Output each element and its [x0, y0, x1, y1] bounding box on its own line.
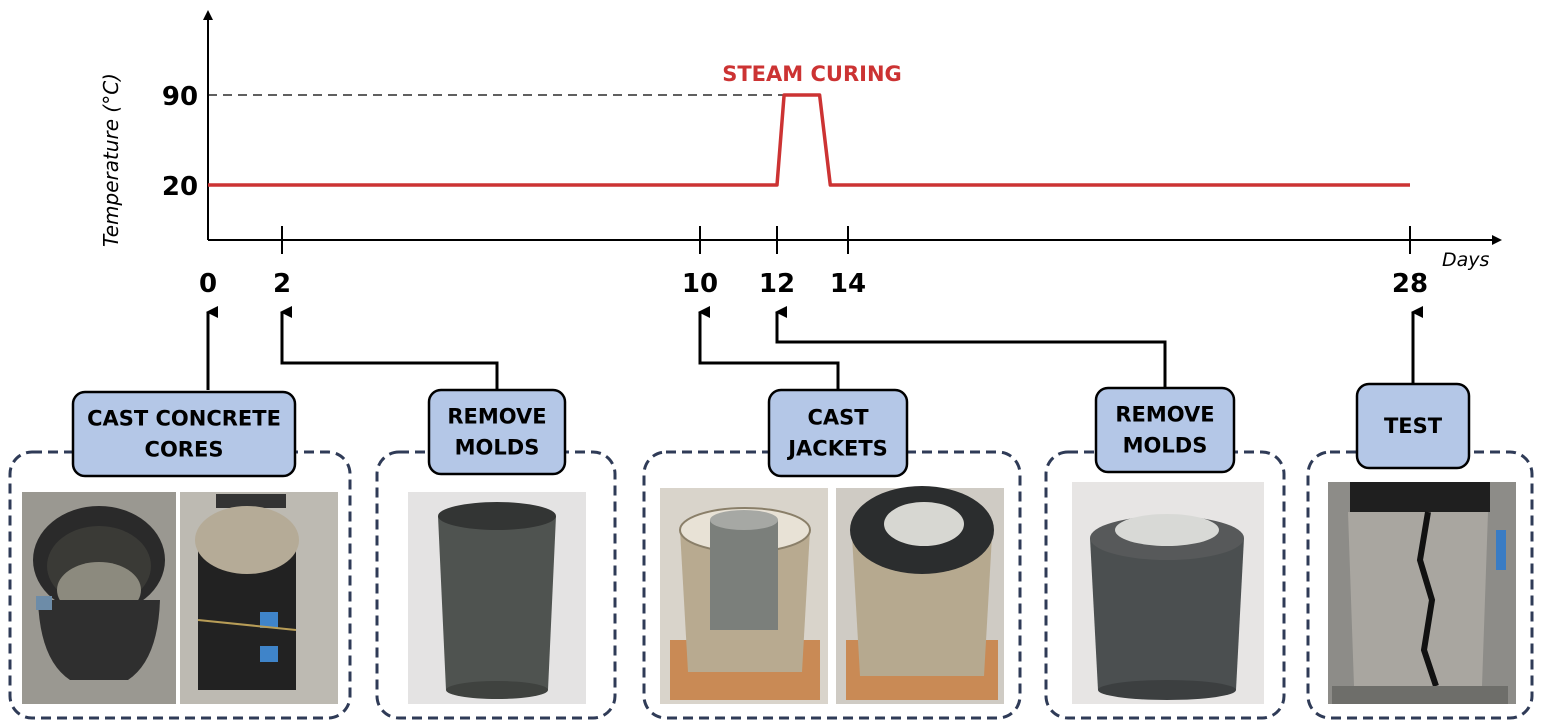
step-label-text: CAST CONCRETE: [87, 407, 281, 431]
x-axis-label: Days: [1442, 249, 1490, 271]
step-labels: CAST CONCRETE CORES REMOVE MOLDS CAST JACKETS…: [71, 382, 1471, 478]
x-tick-label: 0: [199, 269, 217, 299]
step-label-box: [71, 390, 297, 478]
step-label-text: MOLDS: [455, 436, 540, 460]
steam-curing-label: STEAM CURING: [722, 62, 902, 86]
step-label-text: TEST: [1384, 414, 1443, 438]
connector-step-4: [775, 306, 1167, 390]
step-label-text: CORES: [145, 438, 224, 462]
x-tick-label: 14: [830, 269, 866, 299]
step-label-box: [427, 388, 567, 476]
capped-core-mold-photo: [180, 492, 338, 704]
connector-step-3: [698, 306, 840, 390]
x-tick-label: 28: [1392, 269, 1428, 299]
step-label-text: REMOVE: [1115, 403, 1214, 427]
step-label-3: CAST JACKETS: [767, 388, 909, 478]
demolded-concrete-core-photo: [408, 492, 586, 704]
x-tick-label: 10: [682, 269, 718, 299]
bucket-mold-with-fresh-concrete-photo: [22, 492, 176, 704]
y-tick-label: 20: [162, 172, 198, 202]
step-label-5: TEST: [1355, 382, 1471, 470]
y-axis-label: Temperature (°C): [99, 73, 123, 247]
connectors: [206, 306, 1423, 390]
step-label-text: MOLDS: [1123, 434, 1208, 458]
axes: [203, 10, 1502, 245]
step-label-box: [1094, 386, 1236, 474]
x-tick-label: 2: [273, 269, 291, 299]
step-label-4: REMOVE MOLDS: [1094, 386, 1236, 474]
step-label-text: JACKETS: [786, 437, 888, 461]
photos: [22, 482, 1516, 704]
step-label-1: CAST CONCRETE CORES: [71, 390, 297, 478]
y-tick-label: 90: [162, 82, 198, 112]
step-label-text: REMOVE: [447, 405, 546, 429]
connector-step-2: [280, 306, 499, 390]
x-ticks: 0 2 10 12 14 28: [199, 226, 1428, 299]
x-tick-label: 12: [759, 269, 795, 299]
jacket-mold-filled-photo: [836, 486, 1004, 704]
step-label-text: CAST: [807, 406, 869, 430]
core-inside-jacket-mold-photo: [660, 488, 828, 704]
failed-specimen-under-test-photo: [1328, 482, 1516, 704]
step-label-2: REMOVE MOLDS: [427, 388, 567, 476]
step-label-box: [1355, 382, 1471, 470]
step-label-box: [767, 388, 909, 478]
temperature-line: [208, 93, 1410, 187]
jacketed-specimen-photo: [1072, 482, 1264, 704]
